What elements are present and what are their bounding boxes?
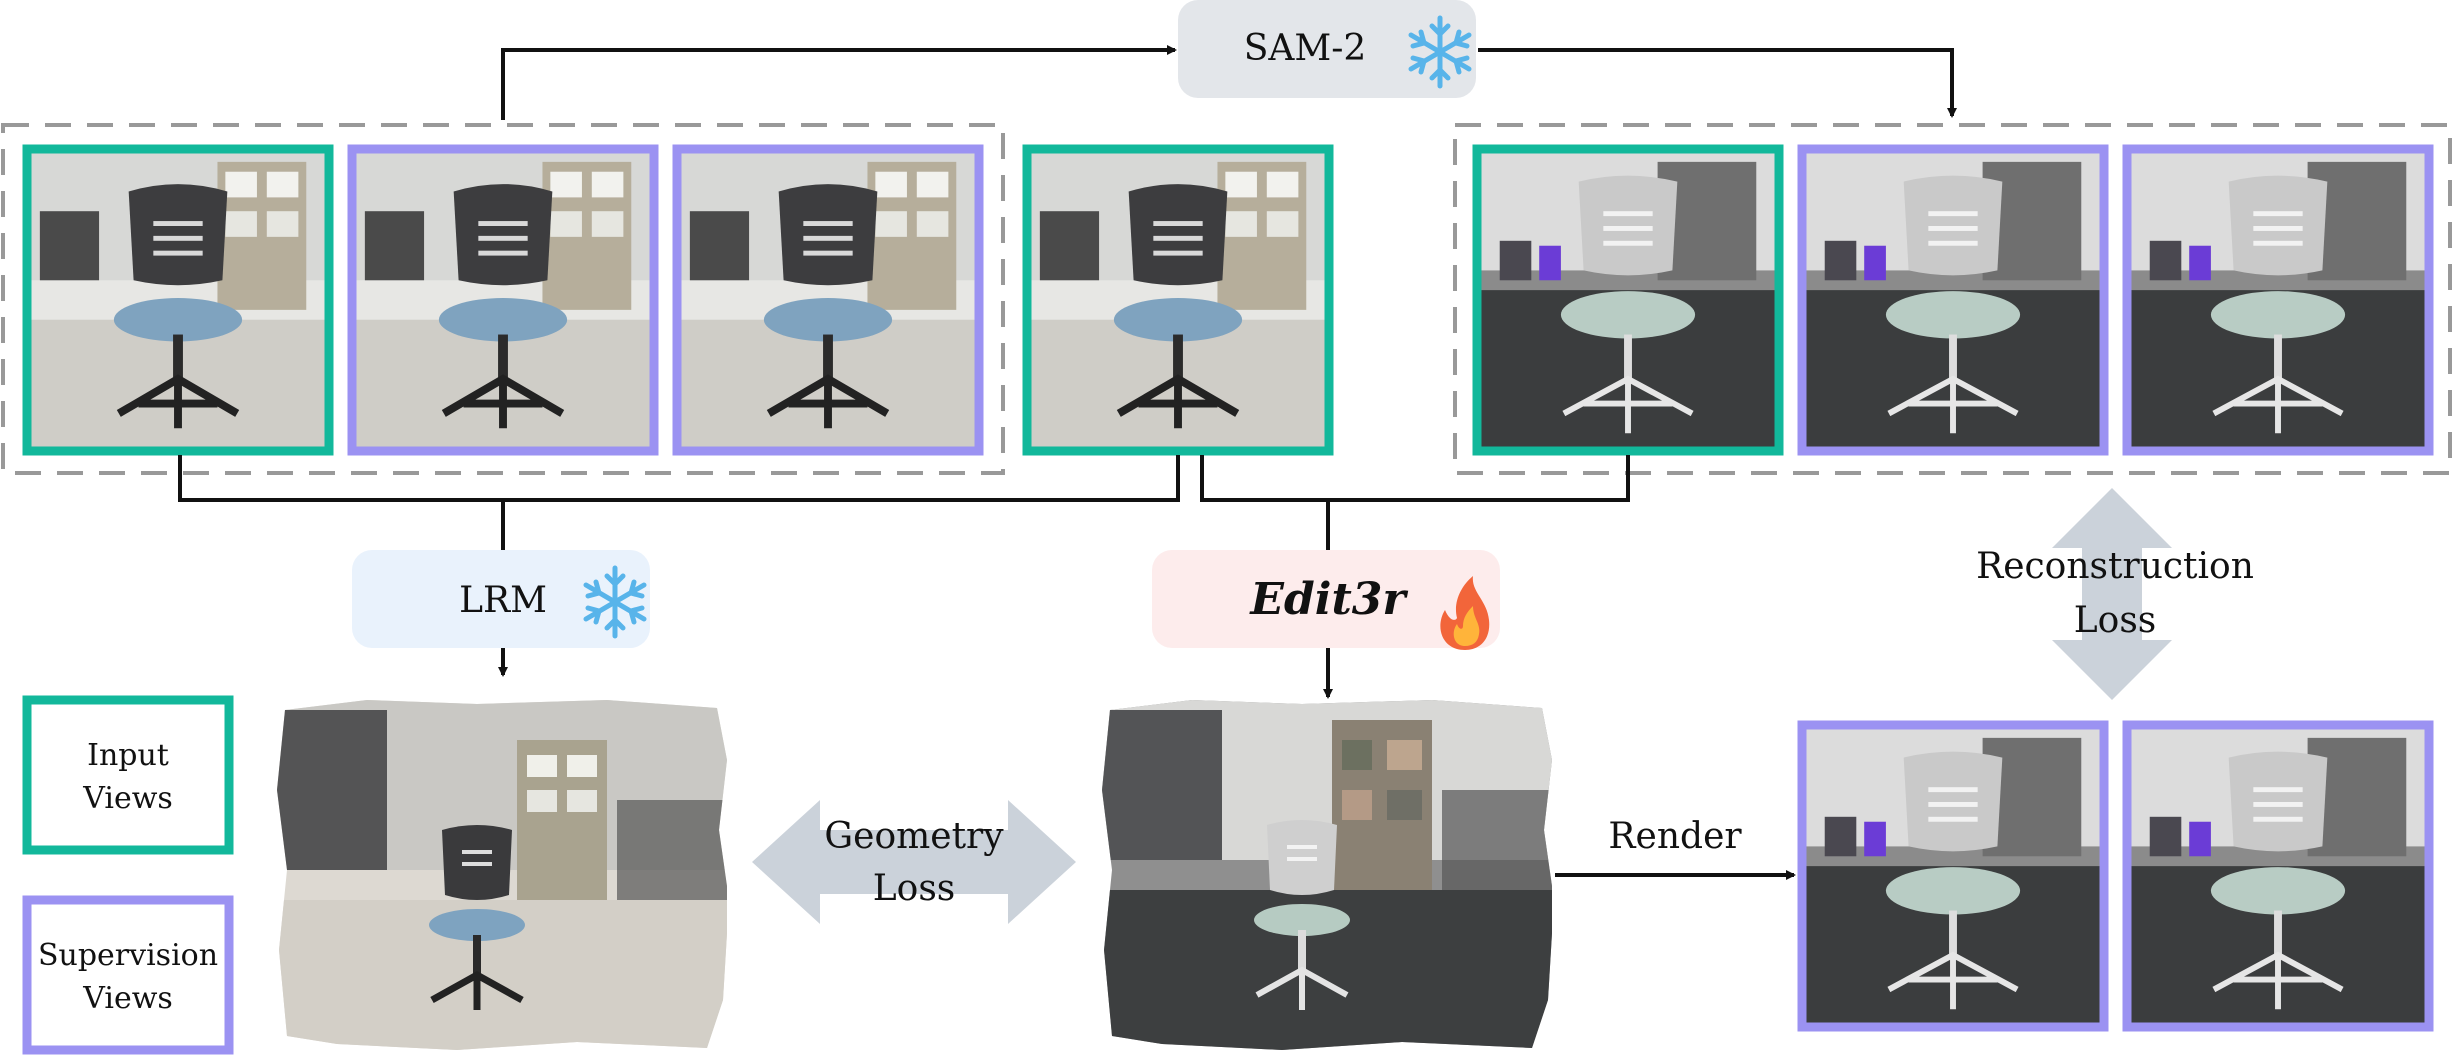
reconstruction-loss-arrow <box>2052 488 2172 700</box>
rendered-view-2 <box>2122 720 2434 1032</box>
connector-to-lrm <box>178 455 1180 675</box>
legend-input-views: Input Views <box>22 695 234 855</box>
lrm-module: LRM <box>352 550 650 648</box>
supervision-view-1 <box>347 144 659 456</box>
lrm-label: LRM <box>459 580 547 621</box>
reconstruction-loss-line-2: Loss <box>2074 600 2157 641</box>
edit3r-label: Edit3r <box>1248 574 1408 625</box>
legend-input-line-2: Views <box>82 781 173 816</box>
input-group-dashed <box>1 123 1005 475</box>
reconstruction-loss: Reconstruction Loss <box>1976 488 2254 700</box>
render-label: Render <box>1608 816 1742 857</box>
arrow-from-sam2 <box>1478 48 1957 118</box>
edited-input-view <box>1472 144 1784 456</box>
input-view-2 <box>1022 144 1334 456</box>
geometry-loss-line-2: Loss <box>873 868 956 909</box>
geometry-loss: Geometry Loss <box>752 800 1076 924</box>
edited-supervision-view-1 <box>1797 144 2109 456</box>
fire-icon <box>1440 576 1490 650</box>
sam2-label: SAM-2 <box>1244 28 1367 69</box>
reconstruction-loss-line-1: Reconstruction <box>1976 546 2254 587</box>
legend-input-line-1: Input <box>87 738 169 773</box>
legend-supervision-line-1: Supervision <box>38 938 218 973</box>
arrow-to-sam2 <box>501 45 1177 120</box>
supervision-view-2 <box>672 144 984 456</box>
rendered-view-1 <box>1797 720 2109 1032</box>
legend-supervision-line-2: Views <box>82 981 173 1016</box>
lrm-reconstruction <box>277 700 727 1050</box>
legend-supervision-views: Supervision Views <box>22 895 234 1055</box>
input-view-1 <box>22 144 334 456</box>
edit3r-reconstruction <box>1102 700 1552 1050</box>
edited-supervision-view-2 <box>2122 144 2434 456</box>
geometry-loss-line-1: Geometry <box>824 816 1004 857</box>
geometry-loss-arrow <box>752 800 1076 924</box>
sam2-module: SAM-2 <box>1178 0 1476 98</box>
edit3r-module: Edit3r <box>1152 550 1500 650</box>
